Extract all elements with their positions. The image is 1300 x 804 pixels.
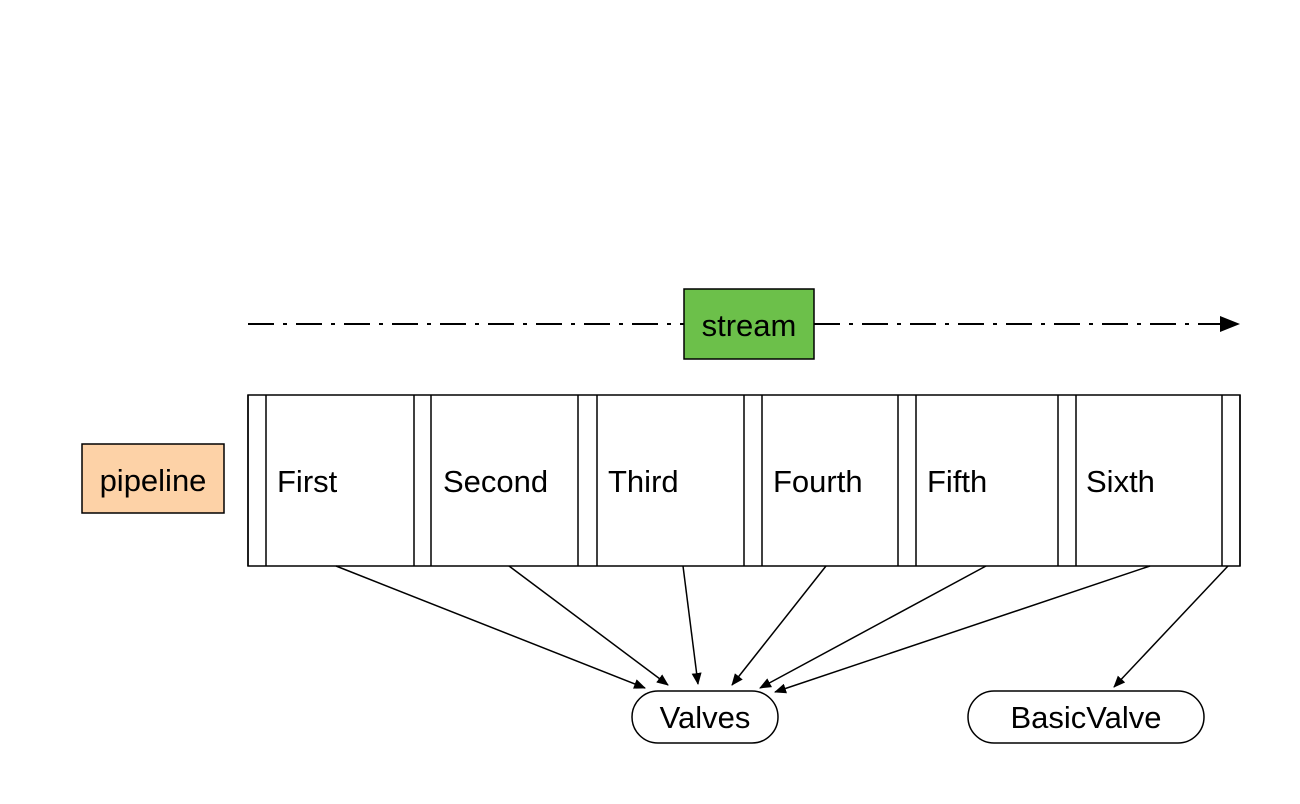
pipeline-label: pipeline (100, 463, 207, 498)
basicvalve-node-label: BasicValve (1010, 700, 1161, 735)
arrow-to-valves (508, 565, 669, 686)
valves-node (631, 690, 779, 744)
valve-label-fourth: Fourth (773, 464, 863, 499)
arrow-to-valves (774, 565, 1151, 694)
valve-row: First Second Third Fourth Fifth Sixth (247, 394, 1241, 567)
arrow-to-basicvalve (1113, 565, 1229, 688)
stream-label: stream (702, 308, 797, 343)
stream-box (683, 288, 815, 360)
valve-label-second: Second (443, 464, 548, 499)
arrow-to-valves (682, 565, 702, 685)
valve-label-fifth: Fifth (927, 464, 987, 499)
pipeline-box (81, 443, 225, 514)
basicvalve-node (967, 690, 1205, 744)
valve-label-first: First (277, 464, 338, 499)
arrows-group (335, 565, 1229, 694)
valves-node-label: Valves (660, 700, 751, 735)
arrow-to-valves (759, 565, 987, 689)
arrow-to-valves (335, 565, 646, 689)
valve-label-sixth: Sixth (1086, 464, 1155, 499)
arrow-to-valves (731, 565, 827, 686)
valve-label-third: Third (608, 464, 679, 499)
stream-arrowhead (1220, 316, 1240, 332)
